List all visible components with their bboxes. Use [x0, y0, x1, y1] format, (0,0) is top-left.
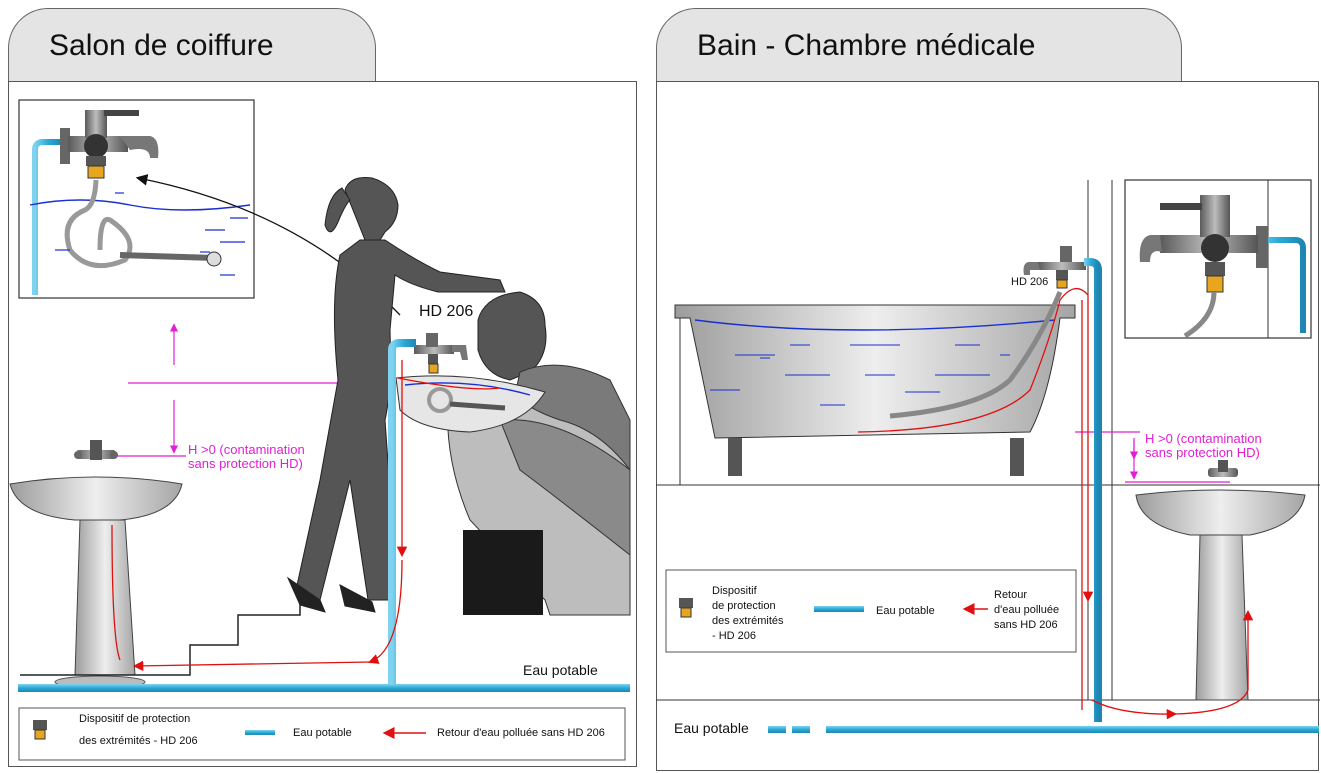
right-height-note-1: H >0 (contamination	[1145, 431, 1262, 446]
right-legend-device-2: de protection	[712, 600, 776, 612]
right-water-pipes	[768, 258, 1319, 733]
stairs	[20, 590, 301, 676]
left-water-pipes	[18, 339, 630, 692]
right-height-note-2: sans protection HD)	[1145, 445, 1260, 460]
right-title-tab: Bain - Chambre médicale	[656, 8, 1182, 82]
hairdresser-figure	[286, 177, 506, 613]
left-legend-device-1: Dispositif de protection	[79, 713, 191, 725]
right-pedestal-sink	[1135, 460, 1306, 701]
left-inset-detail	[18, 99, 255, 299]
right-inset-detail	[1124, 179, 1312, 339]
right-legend-return-3: sans HD 206	[994, 619, 1058, 631]
right-legend-device-3: des extrémités	[712, 615, 784, 627]
left-legend-return: Retour d'eau polluée sans HD 206	[437, 727, 605, 739]
right-title: Bain - Chambre médicale	[697, 29, 1036, 62]
salon-tap	[414, 333, 468, 374]
right-legend-device-1: Dispositif	[712, 585, 757, 597]
bath-tap	[1023, 246, 1086, 289]
right-legend-return-1: Retour	[994, 589, 1028, 601]
left-return-flow	[111, 360, 501, 672]
left-height-note-2: sans protection HD)	[188, 456, 303, 471]
left-legend-box	[18, 707, 626, 761]
right-legend-box	[665, 569, 1077, 653]
right-potable-label: Eau potable	[674, 720, 749, 736]
shampoo-basin	[395, 375, 546, 433]
salon-chair	[447, 291, 631, 616]
right-legend-device-4: - HD 206	[712, 630, 757, 642]
left-title-tab: Salon de coiffure	[8, 8, 376, 82]
left-pedestal-sink	[9, 476, 183, 689]
left-title: Salon de coiffure	[49, 29, 274, 62]
right-legend-return-2: d'eau polluée	[994, 604, 1060, 616]
bathtub	[674, 291, 1076, 485]
left-legend-water: Eau potable	[293, 727, 352, 739]
left-legend-device-2: des extrémités - HD 206	[79, 735, 198, 747]
right-return-flow	[857, 288, 1254, 720]
left-potable-label: Eau potable	[523, 662, 598, 678]
left-hd206-label: HD 206	[419, 303, 474, 320]
right-legend-water: Eau potable	[876, 605, 935, 617]
right-hd206-label: HD 206	[1011, 276, 1049, 288]
left-height-note-1: H >0 (contamination	[188, 442, 305, 457]
right-height-marker	[1075, 431, 1230, 483]
left-wall-tap	[74, 440, 118, 460]
